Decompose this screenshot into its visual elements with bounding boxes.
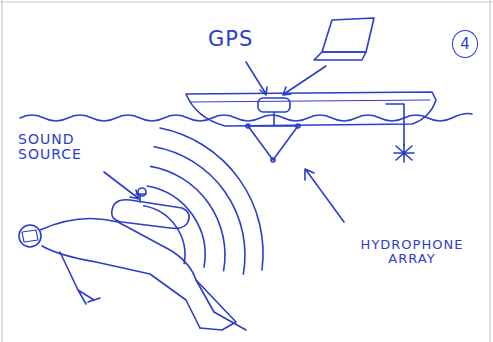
device-emitter xyxy=(138,188,146,196)
label-arrow xyxy=(305,169,344,222)
laptop-base xyxy=(314,52,366,60)
diver-arm xyxy=(60,252,100,304)
diver-head xyxy=(19,225,41,247)
diver-back xyxy=(40,218,214,312)
sound-source-device xyxy=(112,200,189,229)
diver-flippers xyxy=(196,280,246,330)
laptop-screen xyxy=(322,18,374,52)
boat-deck-line xyxy=(190,100,430,102)
transducer-pole xyxy=(386,104,404,146)
diver-belly xyxy=(42,246,200,328)
sketch-label: GPS xyxy=(208,28,278,51)
sound-wave xyxy=(160,128,263,270)
hydrophone-array xyxy=(248,112,298,160)
sound-wave xyxy=(144,206,185,264)
sound-wave xyxy=(151,166,225,270)
sketch-label: HYDROPHONE ARRAY xyxy=(360,238,464,267)
gps-unit xyxy=(258,98,290,112)
label-arrow xyxy=(104,172,139,199)
callout-circle: 4 xyxy=(452,30,478,58)
sketch-label: SOUND SOURCE xyxy=(18,132,100,163)
boat-hull xyxy=(186,92,436,126)
hydrophone xyxy=(271,158,275,162)
callout-number: 4 xyxy=(460,35,470,53)
sound-wave xyxy=(154,147,245,274)
diver-mask xyxy=(22,230,38,242)
transducer-star xyxy=(394,144,414,162)
laptop-arrow xyxy=(283,66,326,95)
hydrophone xyxy=(296,124,300,128)
gps-arrow xyxy=(246,62,267,95)
hydrophone xyxy=(246,124,250,128)
